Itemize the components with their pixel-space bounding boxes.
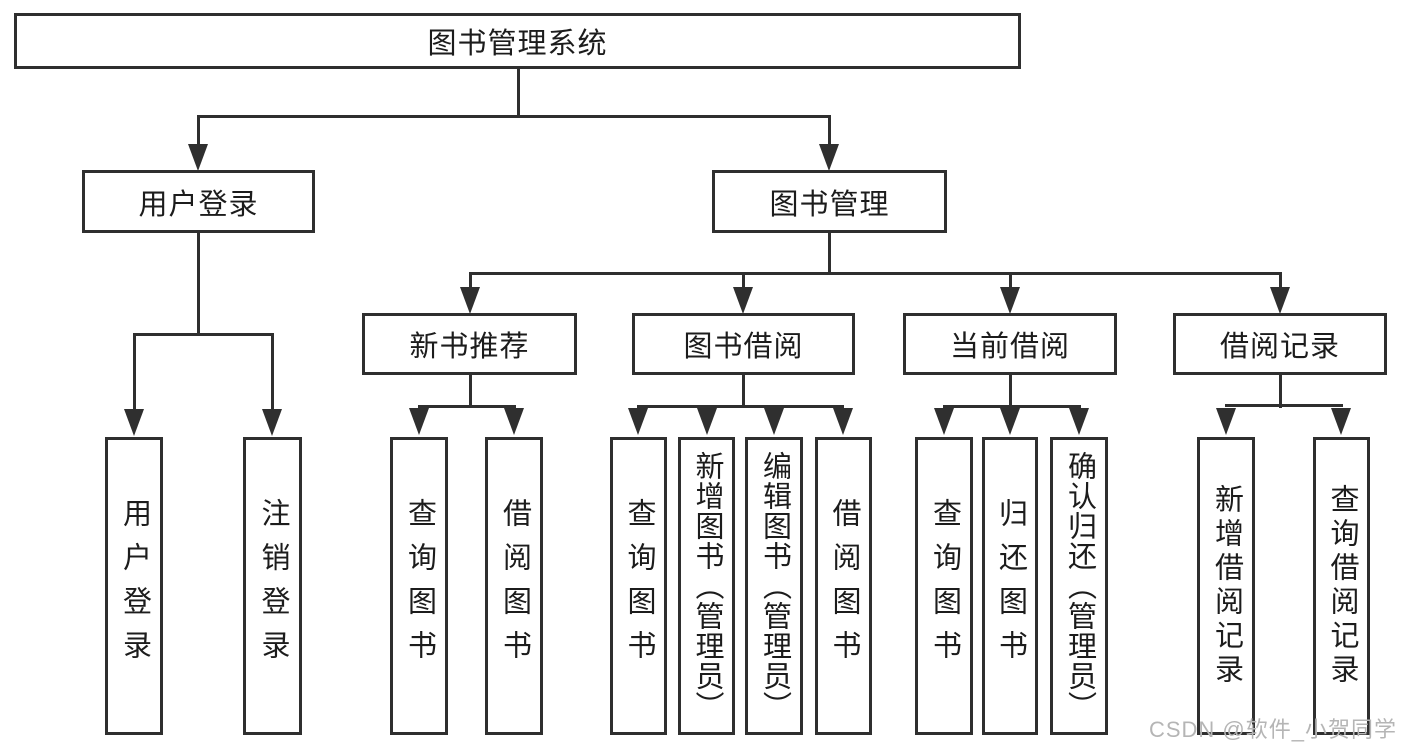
- leaf-label: 查询借阅记录: [1326, 484, 1358, 688]
- arrow-down-icon: [1069, 408, 1089, 435]
- leaf-edit-books-admin: 编辑图书（管理员）: [745, 437, 803, 735]
- node-current-borrowing: 当前借阅: [903, 313, 1117, 375]
- arrow-down-icon: [833, 408, 853, 435]
- leaf-add-borrow-record: 新增借阅记录: [1197, 437, 1255, 735]
- leaf-query-borrow-record: 查询借阅记录: [1313, 437, 1370, 735]
- node-label: 图书管理系统: [427, 28, 608, 60]
- arrow-down-icon: [733, 287, 753, 314]
- connector-line: [133, 333, 136, 410]
- leaf-label: 查询图书: [928, 498, 961, 674]
- connector-line: [271, 333, 274, 410]
- leaf-label: 查询图书: [623, 498, 655, 674]
- connector-line: [943, 405, 1081, 408]
- leaf-query-books-borrowing: 查询图书: [610, 437, 667, 735]
- leaf-borrow-books-borrowing: 借阅图书: [815, 437, 872, 735]
- connector-line: [197, 115, 200, 146]
- leaf-label: 注销登录: [257, 498, 289, 674]
- connector-line: [1225, 404, 1343, 407]
- connector-line: [418, 405, 516, 408]
- leaf-label: 用户登录: [118, 498, 151, 674]
- node-library-management-system: 图书管理系统: [14, 13, 1021, 69]
- arrow-down-icon: [934, 408, 954, 435]
- arrow-down-icon: [124, 409, 144, 436]
- node-book-borrowing: 图书借阅: [632, 313, 855, 375]
- leaf-label: 归还图书: [994, 498, 1027, 674]
- node-user-login: 用户登录: [82, 170, 315, 233]
- node-label: 新书推荐: [409, 331, 530, 363]
- leaf-user-login: 用户登录: [105, 437, 163, 735]
- arrow-down-icon: [262, 409, 282, 436]
- node-label: 当前借阅: [949, 331, 1070, 363]
- csdn-watermark: CSDN @软件_小贺同学: [1148, 717, 1397, 742]
- arrow-down-icon: [409, 408, 429, 435]
- connector-line: [517, 69, 520, 118]
- connector-line: [469, 272, 472, 289]
- connector-line: [828, 233, 831, 275]
- leaf-label: 借阅图书: [498, 498, 531, 674]
- connector-line: [1009, 375, 1012, 408]
- leaf-confirm-return-admin: 确认归还（管理员）: [1050, 437, 1108, 735]
- leaf-logout: 注销登录: [243, 437, 302, 735]
- arrow-down-icon: [1270, 287, 1290, 314]
- leaf-label: 编辑图书（管理员）: [758, 451, 791, 721]
- node-label: 用户登录: [138, 188, 259, 221]
- arrow-down-icon: [819, 144, 839, 171]
- leaf-label: 借阅图书: [828, 498, 860, 674]
- node-label: 图书借阅: [683, 331, 804, 363]
- arrow-down-icon: [1331, 408, 1351, 435]
- connector-line: [197, 115, 831, 118]
- connector-line: [828, 115, 831, 146]
- node-new-book-recommend: 新书推荐: [362, 313, 577, 375]
- connector-line: [1279, 272, 1282, 289]
- connector-line: [637, 405, 844, 408]
- connector-line: [742, 375, 745, 408]
- connector-line: [742, 272, 745, 289]
- connector-line: [133, 333, 274, 336]
- arrow-down-icon: [1000, 408, 1020, 435]
- arrow-down-icon: [460, 287, 480, 314]
- leaf-query-books-current: 查询图书: [915, 437, 973, 735]
- connector-line: [197, 233, 200, 336]
- arrow-down-icon: [628, 408, 648, 435]
- leaf-label: 查询图书: [403, 498, 436, 674]
- arrow-down-icon: [697, 408, 717, 435]
- arrow-down-icon: [1000, 287, 1020, 314]
- leaf-query-books-recommend: 查询图书: [390, 437, 448, 735]
- arrow-down-icon: [188, 144, 208, 171]
- leaf-label: 确认归还（管理员）: [1063, 451, 1096, 721]
- connector-line: [1009, 272, 1012, 289]
- connector-line: [469, 272, 1281, 275]
- connector-line: [469, 375, 472, 408]
- leaf-return-books: 归还图书: [982, 437, 1038, 735]
- node-label: 借阅记录: [1219, 331, 1340, 363]
- node-borrowing-records: 借阅记录: [1173, 313, 1387, 375]
- node-book-management: 图书管理: [712, 170, 947, 233]
- leaf-borrow-books-recommend: 借阅图书: [485, 437, 543, 735]
- leaf-add-books-admin: 新增图书（管理员）: [678, 437, 735, 735]
- connector-line: [1279, 375, 1282, 408]
- leaf-label: 新增图书（管理员）: [691, 451, 723, 721]
- node-label: 图书管理: [769, 188, 890, 221]
- leaf-label: 新增借阅记录: [1210, 484, 1243, 688]
- arrow-down-icon: [1216, 408, 1236, 435]
- arrow-down-icon: [764, 408, 784, 435]
- arrow-down-icon: [504, 408, 524, 435]
